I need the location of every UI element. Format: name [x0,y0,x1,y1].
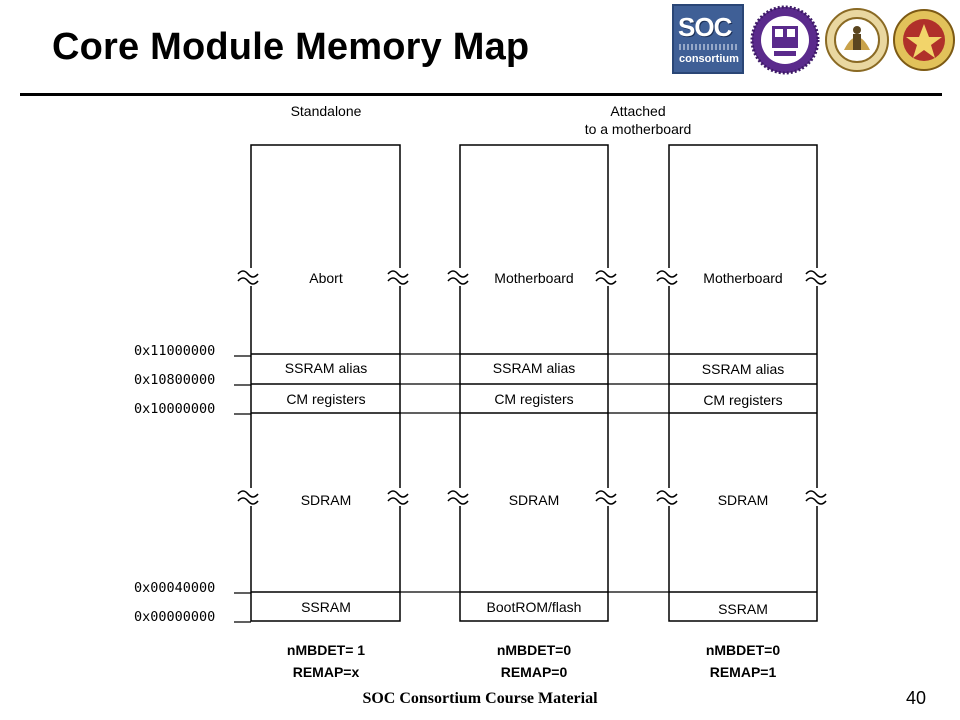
col3-remap-label: REMAP=1 [710,664,777,680]
break-icon [656,488,680,506]
address-0x10000000: 0x10000000 [134,401,215,417]
col3-bottom-region: SSRAM [718,601,768,617]
col1-bottom-region: SSRAM [301,599,351,615]
break-symbols [237,268,828,506]
header-attached-line2: to a motherboard [585,121,692,137]
break-icon [805,488,828,506]
purple-university-seal-icon [750,5,820,75]
col2-top-region: Motherboard [494,270,573,286]
col2-registers-region: CM registers [494,391,573,407]
footer-course-material: SOC Consortium Course Material [362,690,598,707]
address-0x00000000: 0x00000000 [134,609,215,625]
memory-column-attached-remap1 [668,144,818,622]
address-0x11000000: 0x11000000 [134,343,215,359]
col3-top-region: Motherboard [703,270,782,286]
soc-logo-sub-text: consortium [679,53,739,65]
break-icon [387,268,411,286]
col1-middle-region: SDRAM [301,492,352,508]
col1-alias-region: SSRAM alias [285,360,367,376]
header-attached-line1: Attached [610,103,665,119]
col1-nmbdet-label: nMBDET= 1 [287,642,365,658]
break-icon [656,268,680,286]
page-number: 40 [906,688,927,708]
break-icon [805,268,828,286]
soc-logo-main-text: SOC [678,12,732,42]
col3-alias-region: SSRAM alias [702,361,784,377]
break-icon [447,488,471,506]
slide-title: Core Module Memory Map [52,26,530,68]
red-university-seal-icon [893,9,955,71]
address-0x10800000: 0x10800000 [134,372,215,388]
col2-alias-region: SSRAM alias [493,360,575,376]
gold-university-seal-icon [825,8,889,72]
col1-top-region: Abort [309,270,343,286]
col3-nmbdet-label: nMBDET=0 [706,642,781,658]
header-standalone: Standalone [291,103,362,119]
break-icon [447,268,471,286]
soc-consortium-logo: SOC consortium [672,4,744,74]
break-icon [387,488,411,506]
memory-column-standalone [250,144,401,622]
title-divider [20,93,942,96]
col1-registers-region: CM registers [286,391,365,407]
col2-nmbdet-label: nMBDET=0 [497,642,572,658]
col1-remap-label: REMAP=x [293,664,360,680]
address-0x00040000: 0x00040000 [134,580,215,596]
col3-registers-region: CM registers [703,392,782,408]
col2-remap-label: REMAP=0 [501,664,568,680]
break-icon [595,488,619,506]
break-icon [237,488,262,506]
logo-strip: SOC consortium [672,4,956,78]
address-labels: 0x11000000 0x10800000 0x10000000 0x00040… [134,343,251,625]
col3-middle-region: SDRAM [718,492,769,508]
col2-bottom-region: BootROM/flash [487,599,582,615]
memory-column-attached-remap0 [459,144,609,622]
soc-logo-texture [679,44,739,50]
break-icon [237,268,262,286]
boundary-connectors [400,353,669,593]
break-icon [595,268,619,286]
col2-middle-region: SDRAM [509,492,560,508]
